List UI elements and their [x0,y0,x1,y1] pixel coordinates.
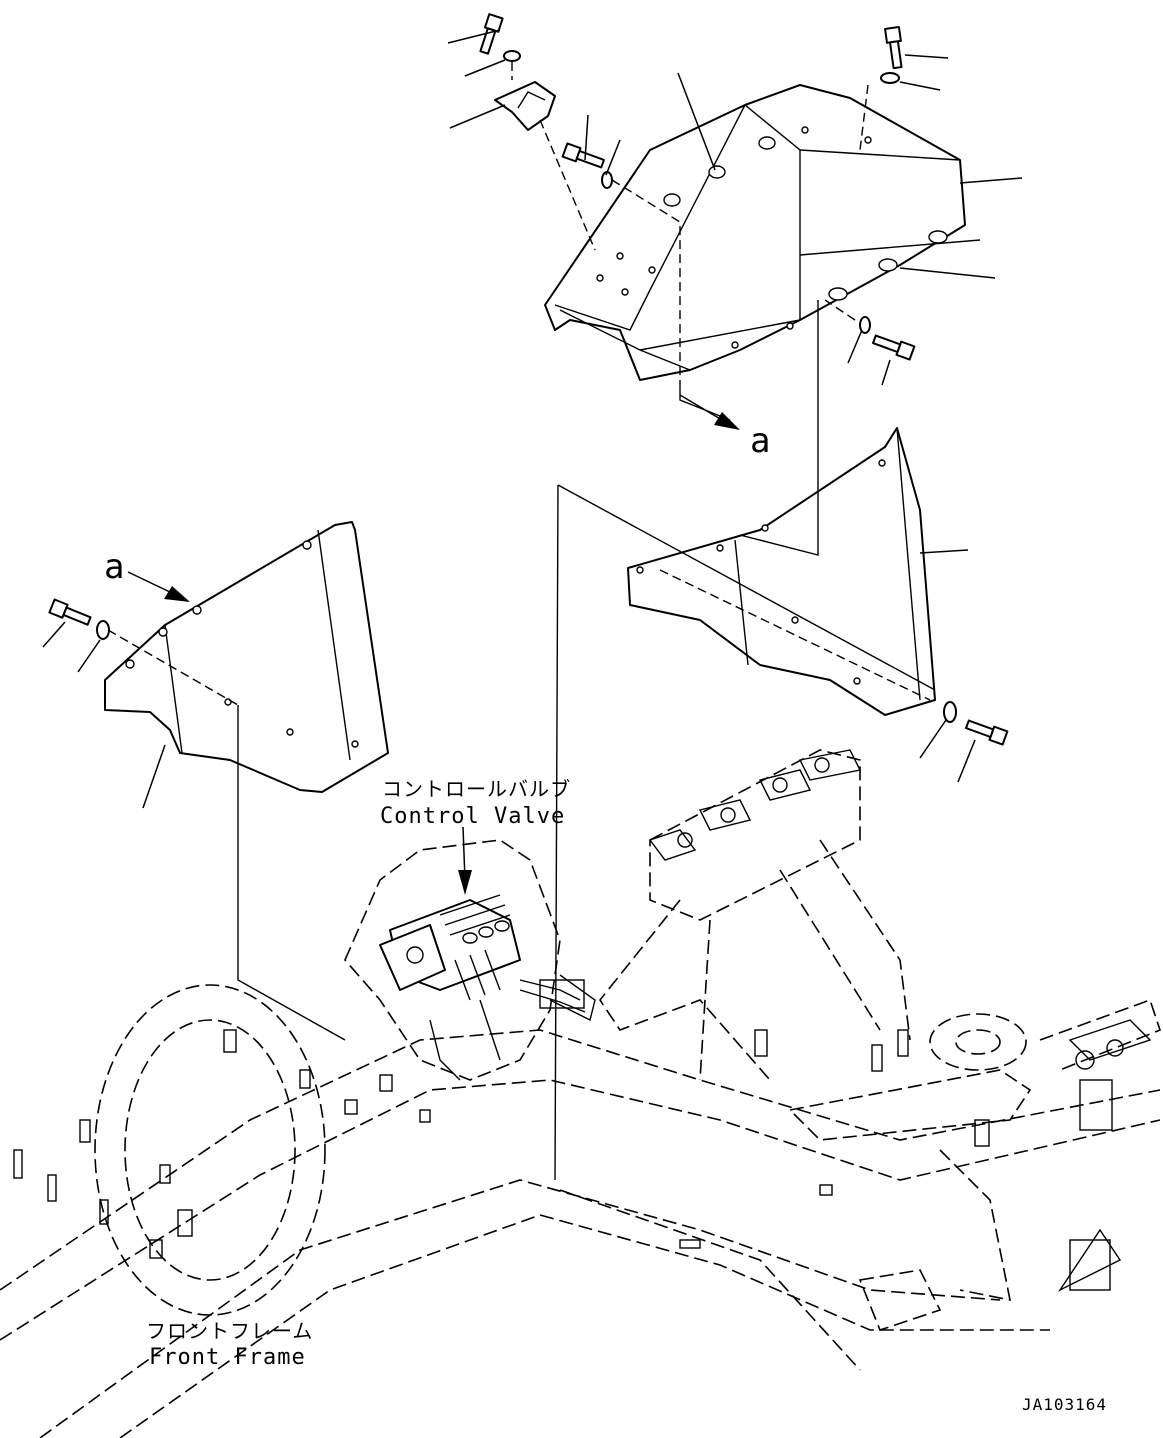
callout-a-reference: a [104,547,190,602]
front-frame-drawing [0,749,1161,1438]
control-valve-drawing [344,839,596,1081]
bolt-top-left [479,13,504,55]
callout-arrow-icon [714,412,740,430]
washer-top-right [880,72,900,84]
callout-letter-left: a [104,547,124,587]
mounting-bracket-part [494,81,556,131]
assembly-lines [107,62,936,1181]
drawing-id: JA103164 [1022,1395,1107,1414]
control-valve-label-ja: コントロールバルブ [382,777,571,801]
leader-lines [42,29,1023,895]
washer-left [96,620,110,640]
front-frame-label-en: Front Frame [149,1345,306,1370]
washer-top-left [503,50,521,62]
control-valve-label-en: Control Valve [380,804,565,829]
callout-arrow-icon [164,586,190,602]
left-side-cover-part [104,521,389,793]
bolt-right-mid [872,334,916,361]
bolt-left [48,598,92,626]
callout-letter-right: a [750,421,770,461]
callout-a-detail: a [679,394,770,461]
bolt-right-lower [965,719,1009,746]
washer-right-lower [943,701,957,723]
right-side-cover-part [627,427,936,716]
top-cover-part [544,84,981,381]
washer-right-mid [859,316,871,334]
bolts-and-washers [48,13,1009,746]
bolt-top-right [884,26,903,70]
bolt-upper-middle [561,142,605,169]
front-frame-label-ja: フロントフレーム [146,1319,313,1343]
